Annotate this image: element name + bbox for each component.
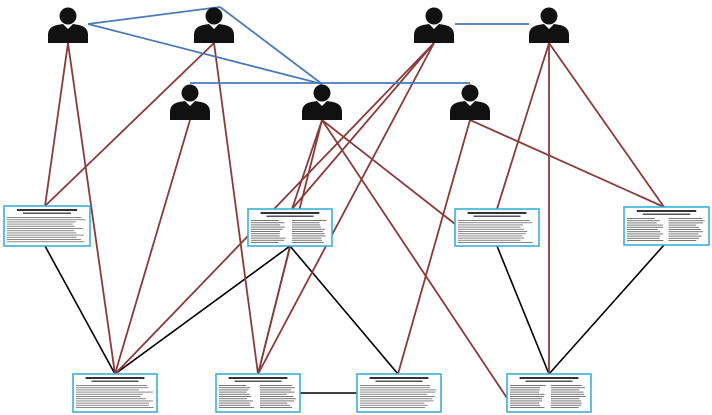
coauthor-edge-a2-a6 (219, 6, 323, 85)
coauthor-edge-a1-a2 (87, 6, 221, 25)
authorship-edge-a6-p2 (291, 119, 323, 210)
authorship-edge-a2-p1 (44, 42, 215, 207)
authorship-edge-a7-p4 (469, 119, 665, 208)
person-silhouette-icon-a1 (48, 7, 88, 43)
authorship-edge-a1-p1 (44, 42, 69, 207)
citation-edge-p2-p5 (114, 245, 291, 375)
paper-thumbnail-p7 (356, 373, 442, 413)
person-silhouette-icon-a5 (170, 84, 210, 120)
paper-thumbnail-p3 (454, 208, 540, 247)
citation-edge-p2-p7 (289, 245, 399, 375)
papers-layer (3, 205, 710, 413)
authorship-edge-a4-p3 (496, 42, 550, 210)
paper-thumbnail-p5 (72, 373, 158, 413)
authorship-edge-a3-p6 (257, 42, 435, 375)
authorship-edge-a4-p4 (548, 42, 665, 208)
citation-edge-p1-p5 (44, 245, 116, 375)
paper-thumbnail-p6 (215, 373, 301, 413)
edges-layer (44, 6, 665, 399)
authorship-edge-a6-p8 (321, 119, 508, 399)
authorship-edge-a5-p5 (114, 119, 191, 375)
citation-edge-p4-p8 (548, 244, 665, 375)
authorship-edge-a6-p3 (321, 119, 456, 225)
paper-thumbnail-p2 (247, 208, 333, 247)
person-silhouette-icon-a7 (450, 84, 490, 120)
authorship-edge-a3-p2 (291, 42, 435, 210)
person-silhouette-icon-a3 (414, 7, 454, 43)
person-silhouette-icon-a6 (302, 84, 342, 120)
citation-edge-p3-p8 (496, 245, 550, 375)
authorship-edge-a6-p6 (257, 119, 323, 375)
paper-thumbnail-p8 (506, 373, 592, 413)
authorship-edge-a2-p6 (213, 42, 259, 375)
person-silhouette-icon-a4 (529, 7, 569, 43)
authorship-edge-a7-p7 (397, 119, 471, 375)
coauthor-edge-a1-a6 (87, 23, 323, 85)
paper-thumbnail-p4 (623, 206, 710, 246)
authorship-edge-a1-p5 (67, 42, 116, 375)
paper-thumbnail-p1 (3, 205, 91, 247)
